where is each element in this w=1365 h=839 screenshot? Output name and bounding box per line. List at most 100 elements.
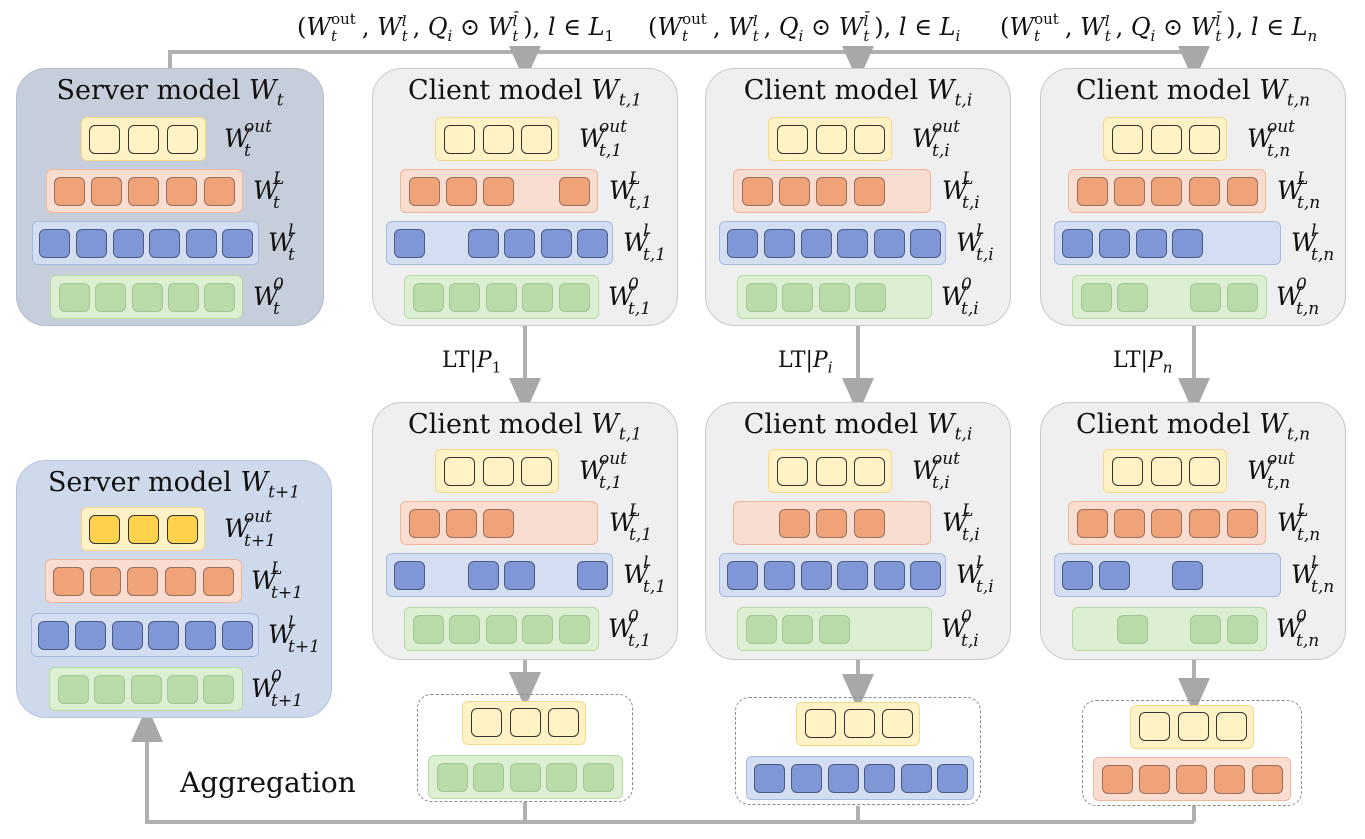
lt-label-n: LT|Pn: [1113, 348, 1173, 377]
weight-cell: [1062, 561, 1093, 590]
weight-cell: [837, 229, 868, 258]
weight-cell: [559, 283, 590, 312]
weight-cell: [910, 229, 941, 258]
lt-label-1: LT|P1: [442, 348, 502, 377]
client-title: Client model Wt,1: [408, 409, 642, 445]
weight-cell: [522, 283, 553, 312]
weight-cell: [746, 615, 777, 644]
weight-cell: [1189, 457, 1220, 486]
weight-cell: [168, 283, 199, 312]
weight-cell: [473, 763, 504, 792]
weight-cell: [510, 763, 541, 792]
weight-cell: [483, 509, 514, 538]
weight-cell: [1190, 283, 1221, 312]
weight-cell: [1114, 177, 1145, 206]
weight-cell: [413, 615, 444, 644]
weight-cell: [521, 457, 552, 486]
weight-cell: [437, 763, 468, 792]
weight-cell: [1189, 177, 1220, 206]
server-model-t1-title: Server model Wt+1: [47, 467, 301, 503]
weight-cell: [471, 708, 502, 737]
weight-cell: [546, 763, 577, 792]
weight-cell: [1189, 125, 1220, 154]
weight-cell: [901, 764, 932, 793]
weight-cell: [166, 177, 197, 206]
weight-cell: [1077, 177, 1108, 206]
weight-cell: [1136, 229, 1167, 258]
weight-cell: [446, 509, 477, 538]
weight-cell: [1227, 509, 1258, 538]
weight-cell: [577, 229, 608, 258]
middle-layer: [719, 553, 946, 597]
weight-cell: [854, 509, 885, 538]
weight-cell: [185, 621, 216, 650]
weight-cell: [483, 177, 514, 206]
weight-cell: [727, 229, 758, 258]
weight-cell: [449, 283, 480, 312]
weight-cell: [409, 509, 440, 538]
weight-cell: [548, 708, 579, 737]
middle-layer: [1054, 221, 1281, 265]
weight-cell: [1102, 765, 1133, 794]
weight-cell: [1099, 229, 1130, 258]
weight-cell: [394, 561, 425, 590]
weight-cell: [1216, 712, 1247, 741]
upload-package-n: [1082, 700, 1302, 806]
weight-cell: [816, 509, 847, 538]
weight-cell: [409, 177, 440, 206]
weight-cell: [53, 567, 84, 596]
weight-cell: [577, 561, 608, 590]
weight-cell: [167, 125, 198, 154]
weight-cell: [1081, 283, 1112, 312]
weight-cell: [1227, 283, 1258, 312]
weight-cell: [90, 567, 121, 596]
weight-cell: [128, 125, 159, 154]
weight-cell: [782, 615, 813, 644]
weight-cell: [742, 177, 773, 206]
weight-cell: [468, 229, 499, 258]
weight-cell: [510, 708, 541, 737]
weight-cell: [819, 615, 850, 644]
weight-cell: [1062, 229, 1093, 258]
distribution-line: [168, 50, 1194, 70]
weight-cell: [559, 615, 590, 644]
weight-cell: [1117, 283, 1148, 312]
weight-cell: [204, 177, 235, 206]
weight-cell: [910, 561, 941, 590]
weight-cell: [165, 567, 196, 596]
weight-cell: [39, 229, 70, 258]
weight-cell: [1190, 615, 1221, 644]
weight-cell: [113, 229, 144, 258]
weight-cell: [777, 457, 808, 486]
weight-cell: [1117, 615, 1148, 644]
server-model-t-title: Server model Wt: [56, 75, 284, 111]
weight-cell: [1189, 509, 1220, 538]
weight-cell: [504, 229, 535, 258]
top-label-i: (Wtout, Wtl, Qi ⊙ Wtl̄), l ∈ Li: [648, 10, 961, 45]
weight-cell: [1151, 125, 1182, 154]
weight-cell: [805, 709, 836, 738]
weight-cell: [222, 621, 253, 650]
